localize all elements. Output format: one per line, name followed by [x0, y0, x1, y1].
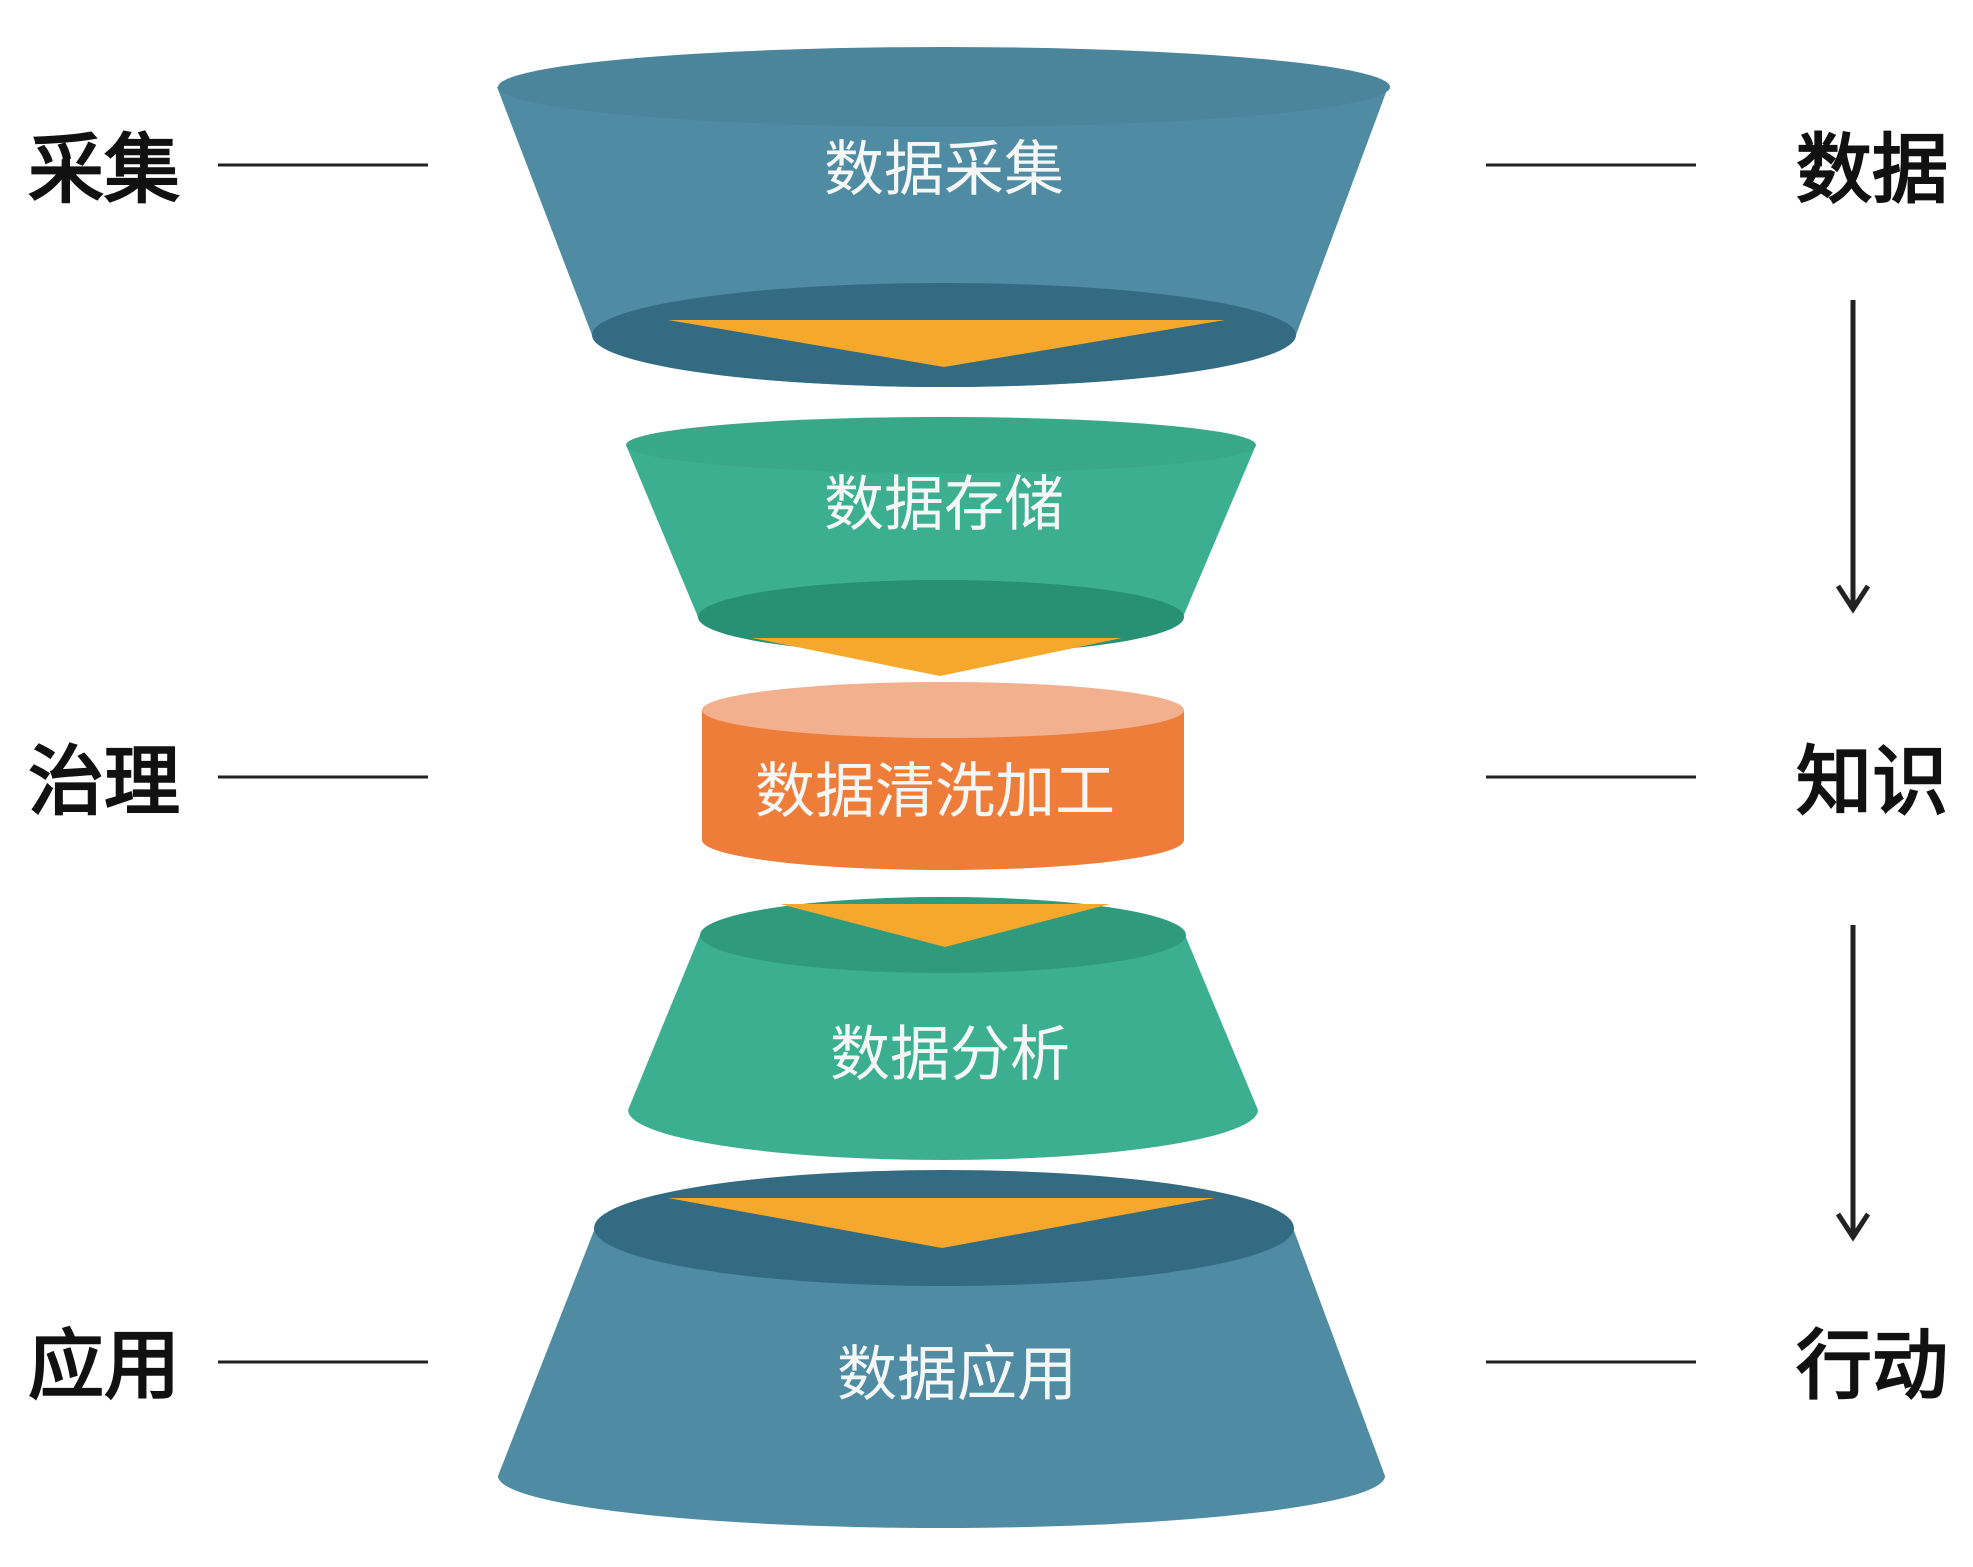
stage-cleansing-body [702, 710, 1184, 870]
stage-cleansing-top-rim [702, 682, 1184, 738]
stage-analysis-label: 数据分析 [830, 1020, 1070, 1090]
stage-collection-top-rim [498, 47, 1390, 127]
stage-storage-bottom-rim [698, 580, 1184, 654]
stage-application: 数据应用 [498, 1170, 1385, 1529]
stage-cleansing-label: 数据清洗加工 [755, 757, 1115, 827]
left-label-collection: 采集 [28, 125, 180, 214]
right-label-action: 行动 [1796, 1321, 1948, 1410]
arrow-down-icon [1835, 300, 1871, 614]
left-label-governance: 治理 [28, 737, 180, 826]
stage-application-body [498, 1228, 1385, 1529]
right-label-data: 数据 [1796, 125, 1948, 214]
stage-storage: 数据存储 [626, 417, 1256, 676]
arrow-down-icon [1835, 925, 1871, 1242]
stage-cleansing: 数据清洗加工 [702, 682, 1184, 870]
right-label-knowledge: 知识 [1796, 737, 1948, 826]
stage-analysis-body [628, 935, 1258, 1160]
stage-collection-label: 数据采集 [824, 135, 1064, 205]
stage-collection-flow-arrow [668, 320, 1225, 367]
left-label-application: 应用 [28, 1321, 180, 1410]
right-annotations: 数据 知识 行动 [1486, 125, 1948, 1410]
stage-collection: 数据采集 [497, 47, 1390, 387]
stage-analysis-flow-arrow [780, 904, 1110, 947]
stage-analysis: 数据分析 [628, 897, 1258, 1160]
stage-storage-top-rim [626, 417, 1256, 473]
stage-application-flow-arrow [668, 1198, 1215, 1248]
stage-storage-label: 数据存储 [824, 470, 1064, 540]
left-annotations: 采集 治理 应用 [28, 125, 428, 1410]
stage-application-label: 数据应用 [837, 1340, 1077, 1410]
stage-storage-flow-arrow [752, 638, 1122, 676]
